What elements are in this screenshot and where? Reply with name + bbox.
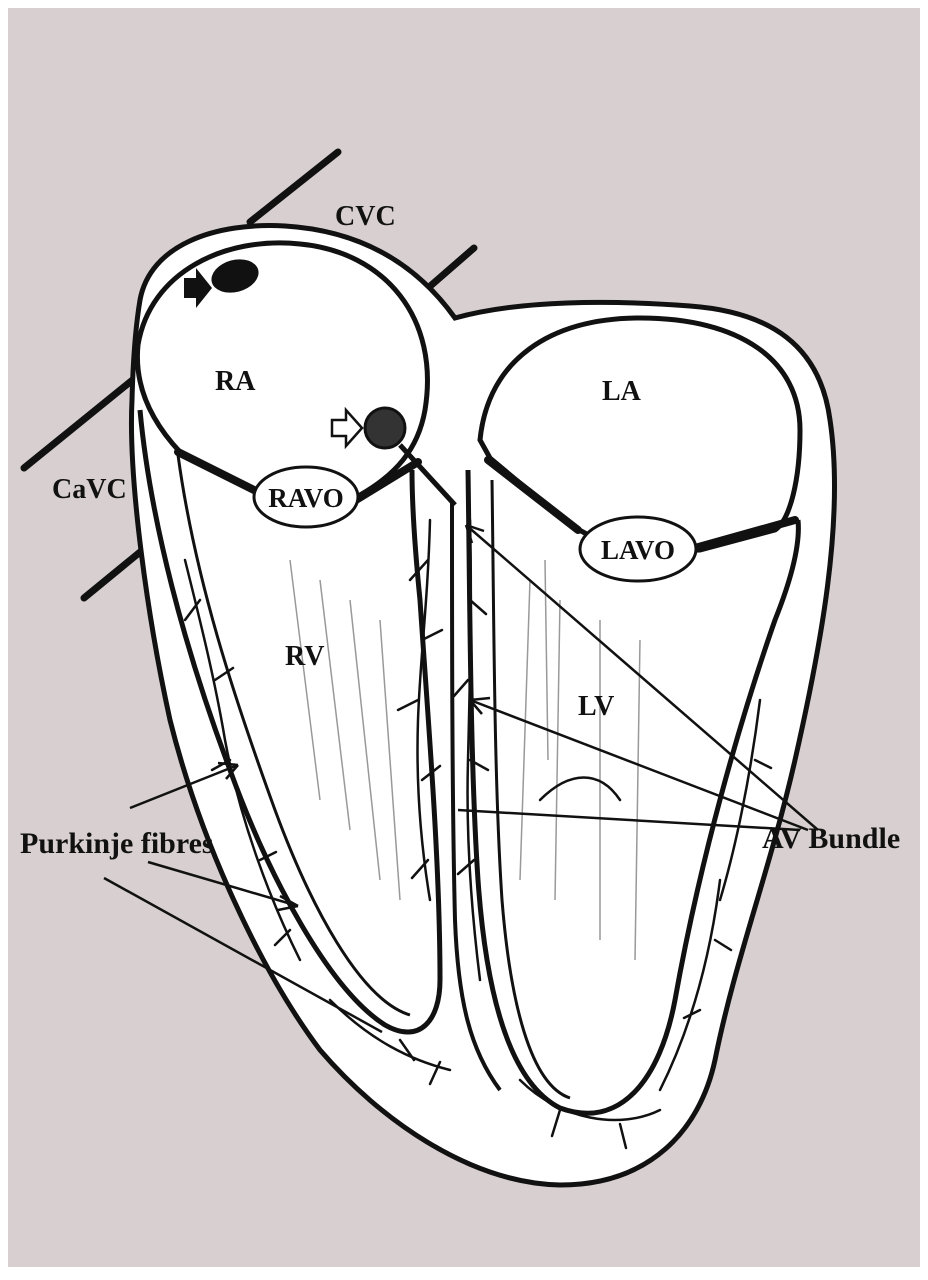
rv-label: RV — [285, 641, 324, 672]
cvc-label: CVC — [335, 201, 396, 232]
atrioventricular-node — [365, 408, 405, 448]
av-bundle-label: AV Bundle — [762, 822, 900, 855]
ravo-label: RAVO — [268, 483, 343, 513]
ra-label: RA — [215, 366, 256, 397]
lv-label: LV — [578, 691, 614, 722]
la-label: LA — [602, 376, 642, 407]
purkinje-fibres-label: Purkinje fibres — [20, 827, 214, 860]
lavo-label: LAVO — [601, 535, 675, 565]
cavc-label: CaVC — [52, 474, 127, 505]
